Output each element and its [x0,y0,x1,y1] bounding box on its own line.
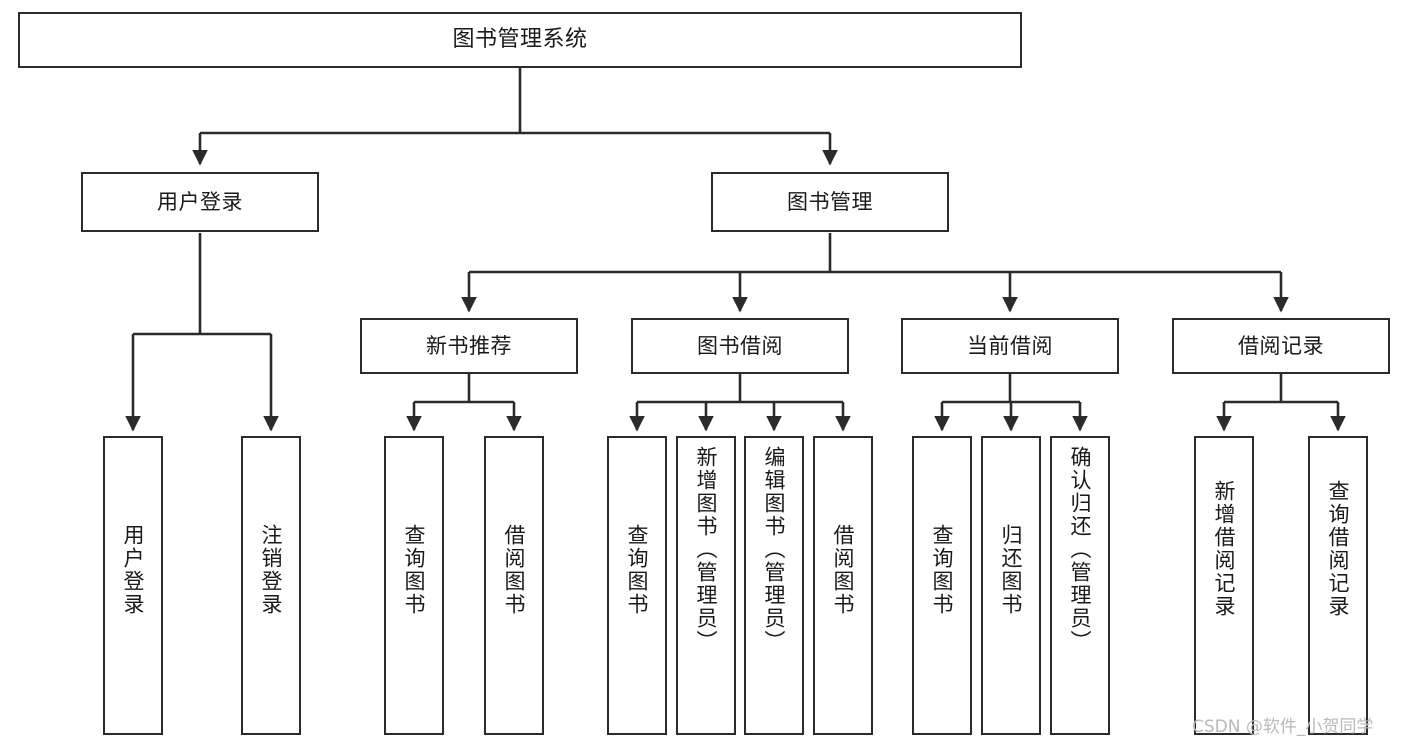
node-borrow-record[interactable]: 借阅记录 [1172,318,1390,374]
node-label: 归还图书 [999,524,1024,616]
node-label: 确认归还（管理员） [1068,446,1093,653]
node-label: 图书管理 [787,189,873,214]
node-new-book-recommend[interactable]: 新书推荐 [360,318,578,374]
node-label: 图书借阅 [697,333,783,358]
node-label: 用户登录 [157,189,243,214]
node-leaf-query-record[interactable]: 查询借阅记录 [1308,436,1368,735]
node-root-system[interactable]: 图书管理系统 [18,12,1022,68]
node-leaf-query-book-1[interactable]: 查询图书 [384,436,444,735]
node-user-login[interactable]: 用户登录 [81,172,319,232]
watermark-text: CSDN @软件_小贺同学 [1192,717,1374,737]
node-label: 借阅记录 [1238,333,1324,358]
node-leaf-query-book-2[interactable]: 查询图书 [607,436,667,735]
node-label: 新增图书（管理员） [694,446,719,653]
node-label: 查询图书 [402,524,427,616]
node-leaf-query-book-3[interactable]: 查询图书 [912,436,972,735]
node-label: 查询图书 [625,524,650,616]
node-leaf-user-logout[interactable]: 注销登录 [241,436,301,735]
node-label: 查询借阅记录 [1326,480,1351,618]
node-book-borrow[interactable]: 图书借阅 [631,318,849,374]
node-label: 用户登录 [121,524,146,616]
node-leaf-confirm-return[interactable]: 确认归还（管理员） [1050,436,1110,735]
node-label: 图书管理系统 [452,27,588,53]
node-leaf-add-record[interactable]: 新增借阅记录 [1194,436,1254,735]
node-leaf-borrow-book-1[interactable]: 借阅图书 [484,436,544,735]
node-label: 借阅图书 [831,524,856,616]
node-label: 当前借阅 [967,333,1053,358]
node-label: 查询图书 [930,524,955,616]
node-book-manage[interactable]: 图书管理 [711,172,949,232]
node-label: 注销登录 [259,524,284,616]
node-leaf-borrow-book-2[interactable]: 借阅图书 [813,436,873,735]
node-leaf-return-book[interactable]: 归还图书 [981,436,1041,735]
node-label: 新书推荐 [426,333,512,358]
node-current-borrow[interactable]: 当前借阅 [901,318,1119,374]
node-leaf-add-book[interactable]: 新增图书（管理员） [676,436,736,735]
node-leaf-user-login[interactable]: 用户登录 [103,436,163,735]
node-label: 借阅图书 [502,524,527,616]
node-label: 新增借阅记录 [1212,480,1237,618]
node-label: 编辑图书（管理员） [762,446,787,653]
node-leaf-edit-book[interactable]: 编辑图书（管理员） [744,436,804,735]
